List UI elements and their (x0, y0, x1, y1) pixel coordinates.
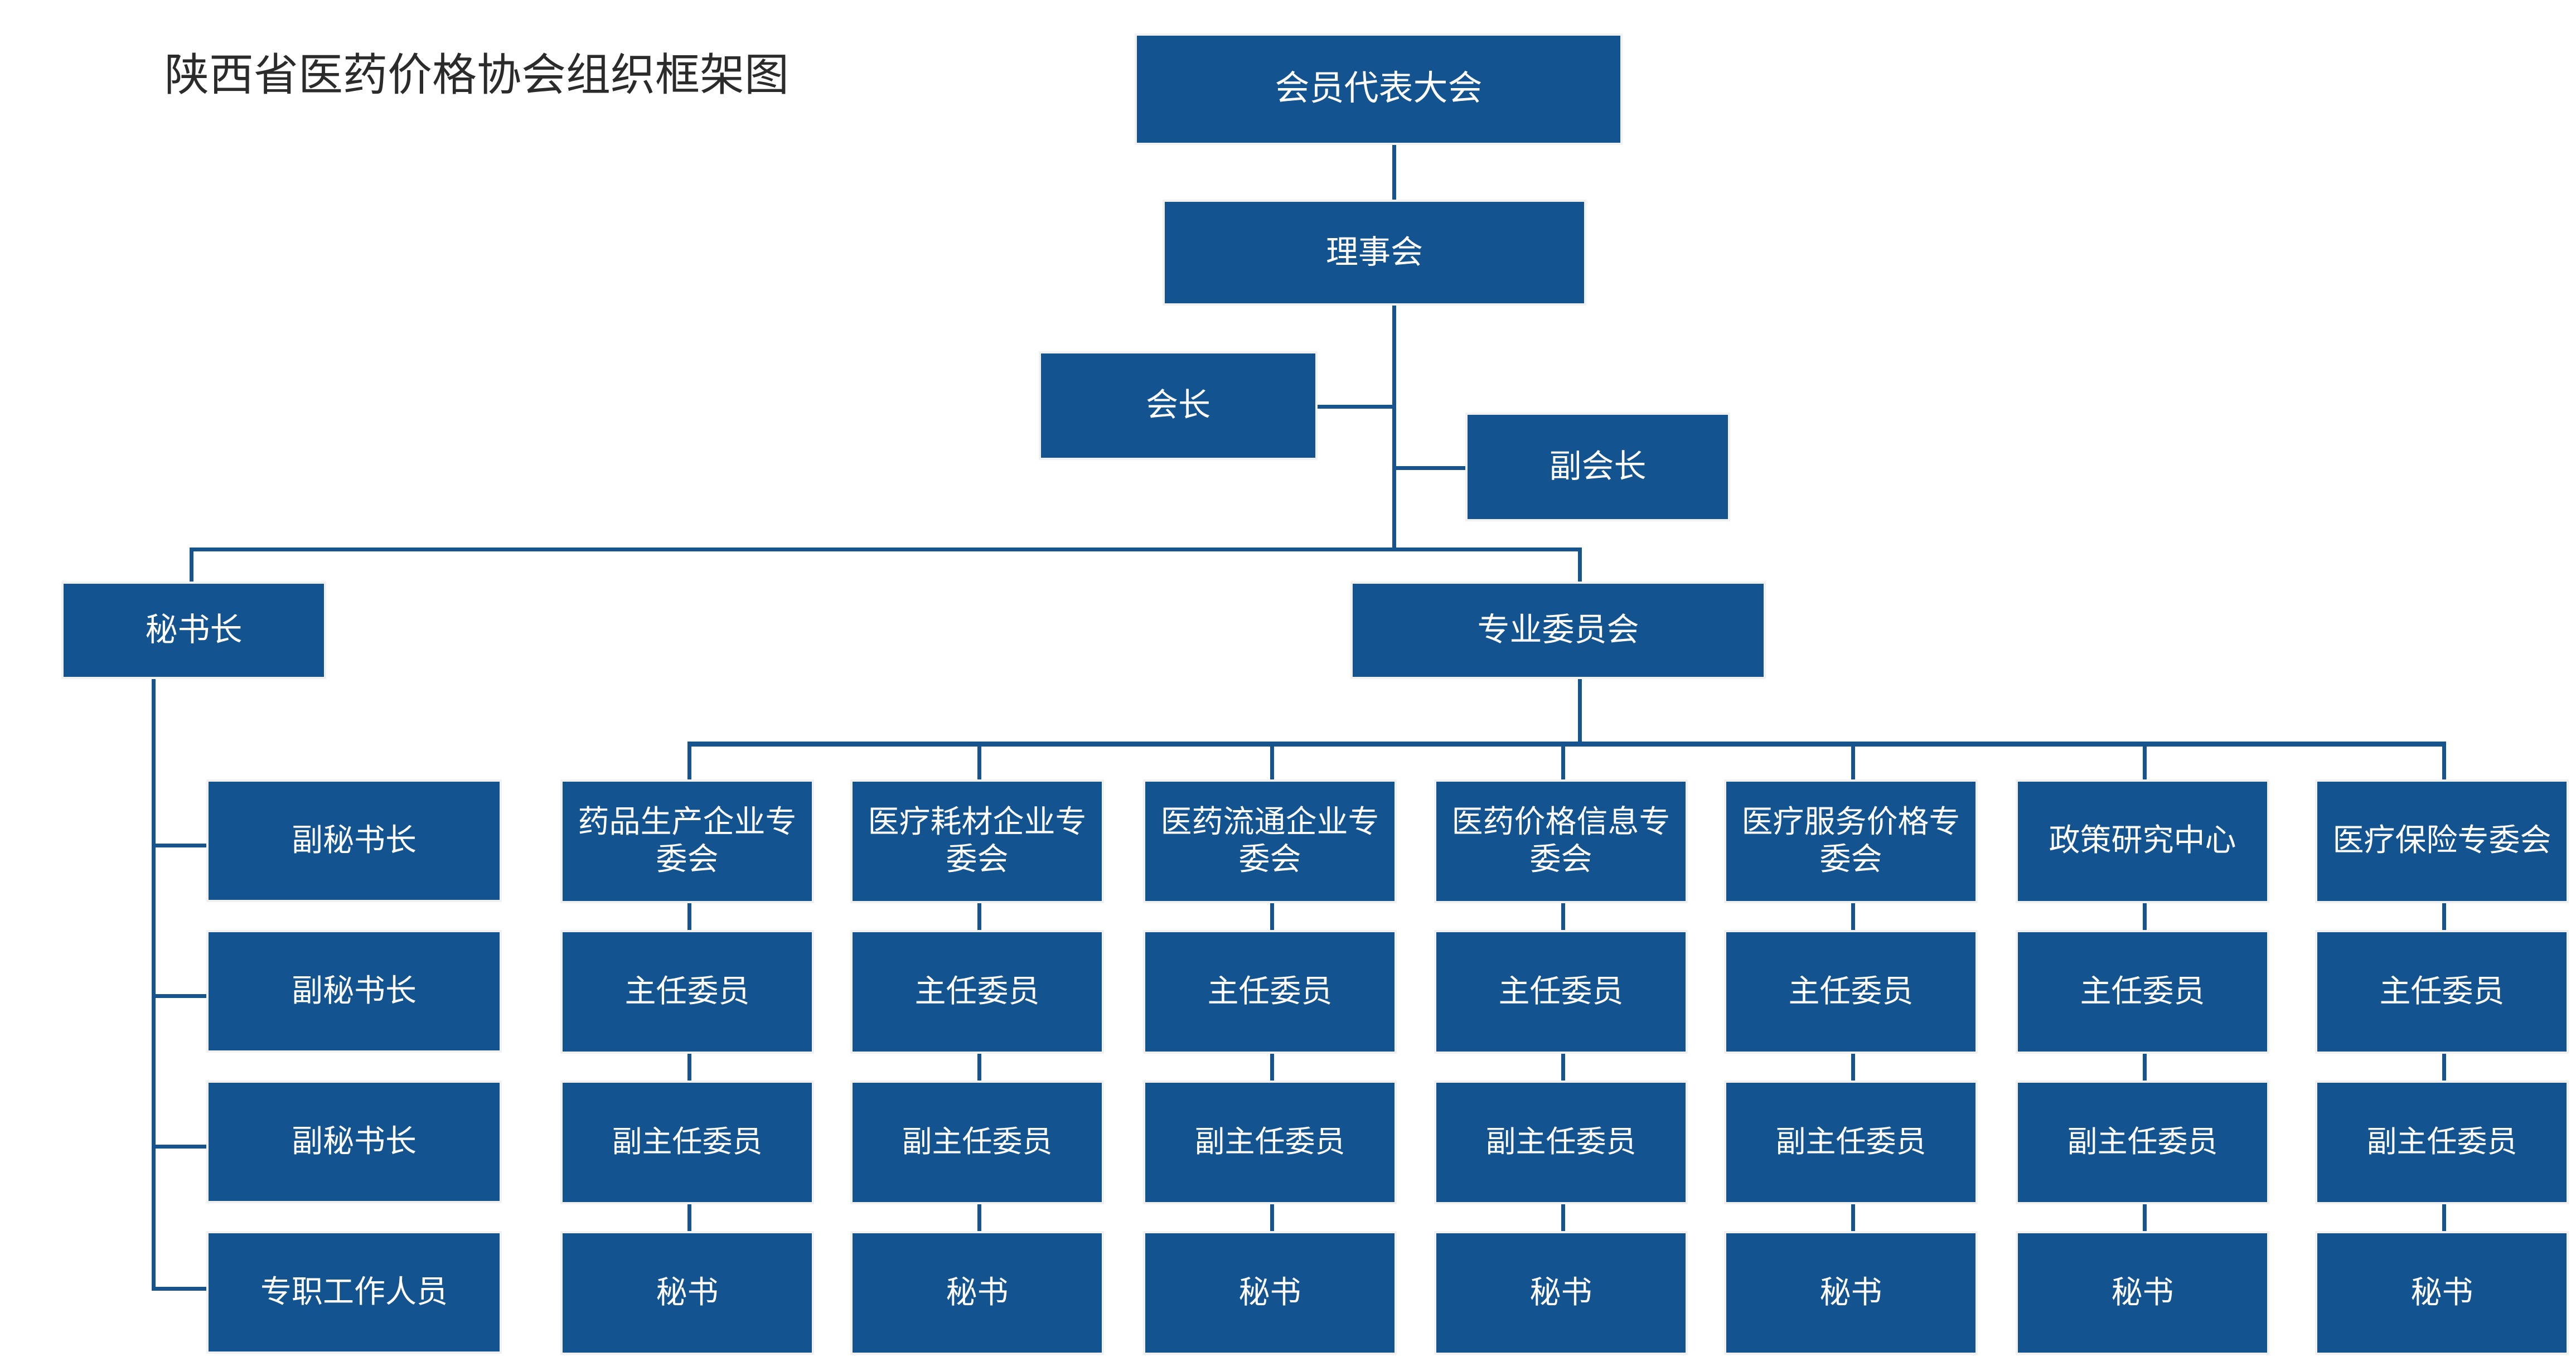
connector-committee-drop-6 (2143, 742, 2147, 799)
node-committee-4-header[interactable]: 医药价格信息专委会 (1434, 779, 1688, 903)
connector-col2-r1-r2 (977, 1054, 981, 1082)
node-president[interactable]: 会长 (1039, 351, 1318, 460)
connector-col7-r1-r2 (2442, 1054, 2446, 1082)
connector-col2-r2-r3 (977, 1204, 981, 1232)
node-committee-1-header[interactable]: 药品生产企业专委会 (560, 779, 814, 903)
node-council[interactable]: 理事会 (1163, 200, 1586, 306)
node-committee-7-header[interactable]: 医疗保险专委会 (2315, 779, 2569, 903)
node-committee-5-role-2[interactable]: 副主任委员 (1724, 1081, 1978, 1204)
connector-committee-drop-7 (2442, 742, 2446, 799)
connector-col5-r2-r3 (1851, 1204, 1855, 1232)
node-committee-2-role-3[interactable]: 秘书 (850, 1231, 1104, 1355)
node-committee-7-role-1[interactable]: 主任委员 (2315, 930, 2569, 1054)
connector-col4-r1-r2 (1561, 1054, 1565, 1082)
node-secretary-general[interactable]: 秘书长 (61, 582, 326, 679)
connector-col1-r2-r3 (687, 1204, 691, 1232)
node-committee-7-role-3[interactable]: 秘书 (2315, 1231, 2569, 1355)
node-committee-5-header[interactable]: 医疗服务价格专委会 (1724, 779, 1978, 903)
node-committee-3-role-1[interactable]: 主任委员 (1143, 930, 1397, 1054)
connector-president-stub (1318, 405, 1394, 409)
connector-col3-r0-r1 (1270, 903, 1274, 931)
node-committee-4-role-3[interactable]: 秘书 (1434, 1231, 1688, 1355)
connector-committee-distributor (687, 742, 2445, 747)
connector-col7-r2-r3 (2442, 1204, 2446, 1232)
node-committee-3-role-2[interactable]: 副主任委员 (1143, 1081, 1397, 1204)
node-full-time-staff[interactable]: 专职工作人员 (206, 1231, 502, 1354)
connector-to-professional-committees (1578, 548, 1582, 584)
connector-col4-r2-r3 (1561, 1204, 1565, 1232)
connector-col1-r0-r1 (687, 903, 691, 931)
node-committee-6-role-3[interactable]: 秘书 (2016, 1231, 2269, 1355)
connector-to-secretary-general (190, 548, 193, 584)
connector-staff-stub (152, 1287, 207, 1291)
connector-col1-r1-r2 (687, 1054, 691, 1082)
node-committee-5-role-1[interactable]: 主任委员 (1724, 930, 1978, 1054)
node-committee-1-role-3[interactable]: 秘书 (560, 1231, 814, 1355)
connector-vice-president-stub (1392, 466, 1468, 470)
node-general-assembly[interactable]: 会员代表大会 (1135, 33, 1623, 145)
connector-col3-r1-r2 (1270, 1054, 1274, 1082)
connector-col6-r0-r1 (2143, 903, 2147, 931)
node-committee-6-role-2[interactable]: 副主任委员 (2016, 1081, 2269, 1204)
node-committee-2-role-1[interactable]: 主任委员 (850, 930, 1104, 1054)
node-committee-5-role-3[interactable]: 秘书 (1724, 1231, 1978, 1355)
node-deputy-secretary-general-1[interactable]: 副秘书长 (206, 779, 502, 902)
node-committee-7-role-2[interactable]: 副主任委员 (2315, 1081, 2569, 1204)
node-committee-2-role-2[interactable]: 副主任委员 (850, 1081, 1104, 1204)
connector-col6-r1-r2 (2143, 1054, 2147, 1082)
node-committee-1-role-1[interactable]: 主任委员 (560, 930, 814, 1054)
node-deputy-secretary-general-2[interactable]: 副秘书长 (206, 930, 502, 1053)
connector-secretary-general-spine (152, 679, 156, 1291)
connector-col5-r0-r1 (1851, 903, 1855, 931)
node-committee-4-role-1[interactable]: 主任委员 (1434, 930, 1688, 1054)
connector-col3-r2-r3 (1270, 1204, 1274, 1232)
connector-committee-drop-1 (687, 742, 691, 799)
node-committee-6-header[interactable]: 政策研究中心 (2016, 779, 2269, 903)
node-professional-committees[interactable]: 专业委员会 (1350, 582, 1766, 679)
node-committee-3-role-3[interactable]: 秘书 (1143, 1231, 1397, 1355)
connector-committee-drop-3 (1270, 742, 1274, 799)
node-committee-1-role-2[interactable]: 副主任委员 (560, 1081, 814, 1204)
connector-level3-distributor (190, 548, 1582, 551)
connector-deputy-sg-stub-2 (152, 994, 207, 998)
connector-deputy-sg-stub-1 (152, 844, 207, 847)
node-committee-4-role-2[interactable]: 副主任委员 (1434, 1081, 1688, 1204)
node-deputy-secretary-general-3[interactable]: 副秘书长 (206, 1081, 502, 1203)
connector-committees-drop (1578, 677, 1582, 743)
node-committee-2-header[interactable]: 医疗耗材企业专委会 (850, 779, 1104, 903)
connector-assembly-to-council (1392, 142, 1396, 204)
connector-col5-r1-r2 (1851, 1054, 1855, 1082)
connector-committee-drop-4 (1561, 742, 1565, 799)
connector-committee-drop-2 (977, 742, 981, 799)
connector-col6-r2-r3 (2143, 1204, 2147, 1232)
page-title: 陕西省医药价格协会组织框架图 (164, 51, 789, 100)
connector-col2-r0-r1 (977, 903, 981, 931)
connector-committee-drop-5 (1851, 742, 1855, 799)
node-committee-3-header[interactable]: 医药流通企业专委会 (1143, 779, 1397, 903)
connector-col7-r0-r1 (2442, 903, 2446, 931)
node-committee-6-role-1[interactable]: 主任委员 (2016, 930, 2269, 1054)
node-vice-president[interactable]: 副会长 (1465, 413, 1730, 521)
connector-col4-r0-r1 (1561, 903, 1565, 931)
connector-council-spine (1392, 304, 1396, 549)
connector-deputy-sg-stub-3 (152, 1145, 207, 1149)
